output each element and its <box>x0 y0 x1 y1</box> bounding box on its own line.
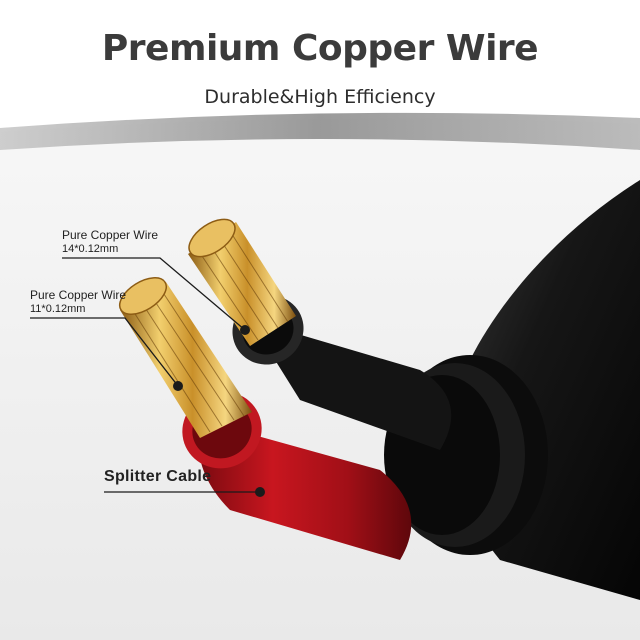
copper-tip-11 <box>118 277 168 315</box>
copper-strands-11 <box>120 282 252 438</box>
copper-tip-14 <box>188 218 236 258</box>
black-insulation-body <box>250 320 452 450</box>
callout-copper-14: Pure Copper Wire 14*0.12mm <box>62 228 158 256</box>
callout-dot-11 <box>173 381 183 391</box>
red-insulation-body <box>198 420 412 560</box>
page-subtitle: Durable&High Efficiency <box>204 86 436 108</box>
page-title: Premium Copper Wire <box>101 28 539 69</box>
leader-line-14 <box>62 257 246 331</box>
gray-band <box>0 112 640 150</box>
callout-14-name: Pure Copper Wire <box>62 228 159 242</box>
callout-splitter-cable: Splitter Cable <box>104 468 212 485</box>
callout-14-spec: 14*0.12mm <box>62 243 119 255</box>
leader-line-11 <box>30 317 179 387</box>
callout-dot-splitter <box>255 487 265 497</box>
callout-copper-11: Pure Copper Wire 11*0.12mm <box>30 288 126 316</box>
callout-dot-14 <box>240 325 250 335</box>
callout-11-spec: 11*0.12mm <box>30 303 86 315</box>
callout-11-name: Pure Copper Wire <box>30 288 127 302</box>
